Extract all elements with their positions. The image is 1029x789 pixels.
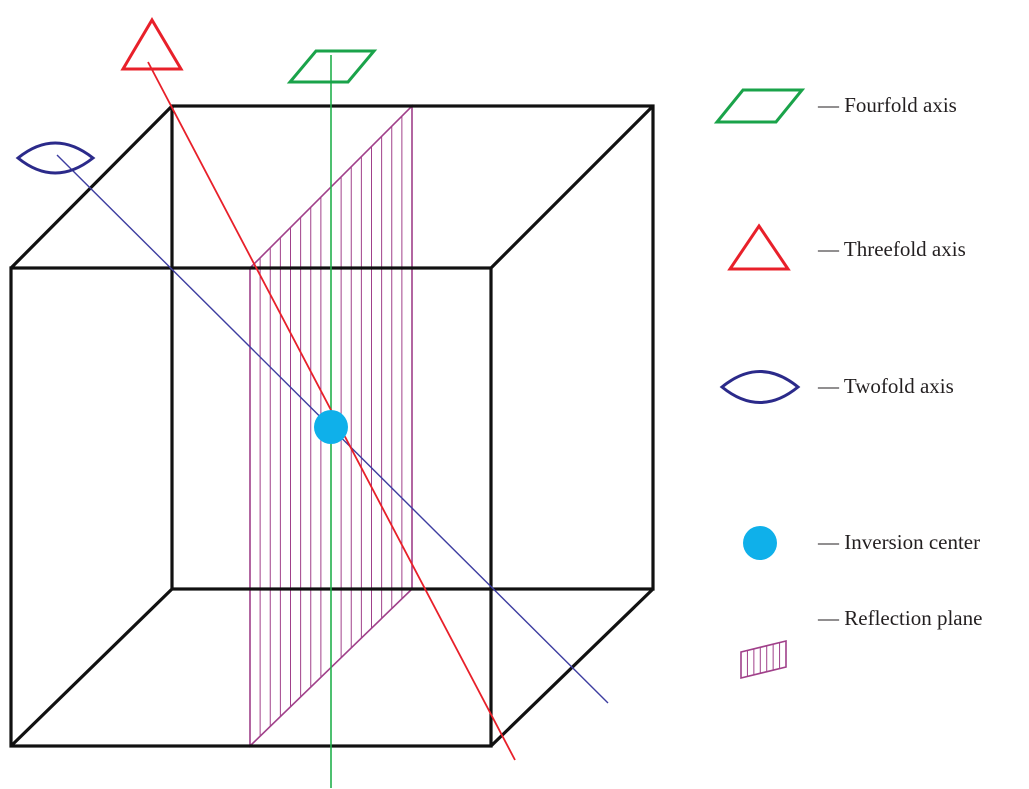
hatched-plane-icon-frame [740,639,787,680]
legend: — Fourfold axis — Threefold axis — Twofo… [713,88,982,680]
cube-edge-bottom-left [9,587,174,748]
lens-icon [719,370,801,404]
parallelogram-icon [713,88,806,124]
legend-label-twofold: — Twofold axis [817,374,954,398]
legend-label-fourfold: — Fourfold axis [817,93,957,117]
fourfold-axis-symbol [286,49,378,84]
cube-edge-top-right [489,104,655,270]
reflection-plane-hatch [259,116,403,737]
reflection-plane [249,104,413,748]
cube [9,104,655,748]
cube-edge-top-left [9,104,174,270]
cube-back-face [170,104,655,591]
inversion-center-dot [314,410,348,444]
legend-label-threefold: — Threefold axis [817,237,966,261]
triangle-icon [727,223,791,271]
hatched-plane-icon-hatch [746,642,781,677]
threefold-axis-symbol [120,17,184,71]
legend-label-inversion: — Inversion center [817,530,980,554]
twofold-axis-symbol [15,141,96,175]
circle-icon [743,526,777,560]
cube-front-face [9,266,493,748]
legend-label-reflection: — Reflection plane [817,606,982,630]
hatched-plane-icon [740,639,787,680]
